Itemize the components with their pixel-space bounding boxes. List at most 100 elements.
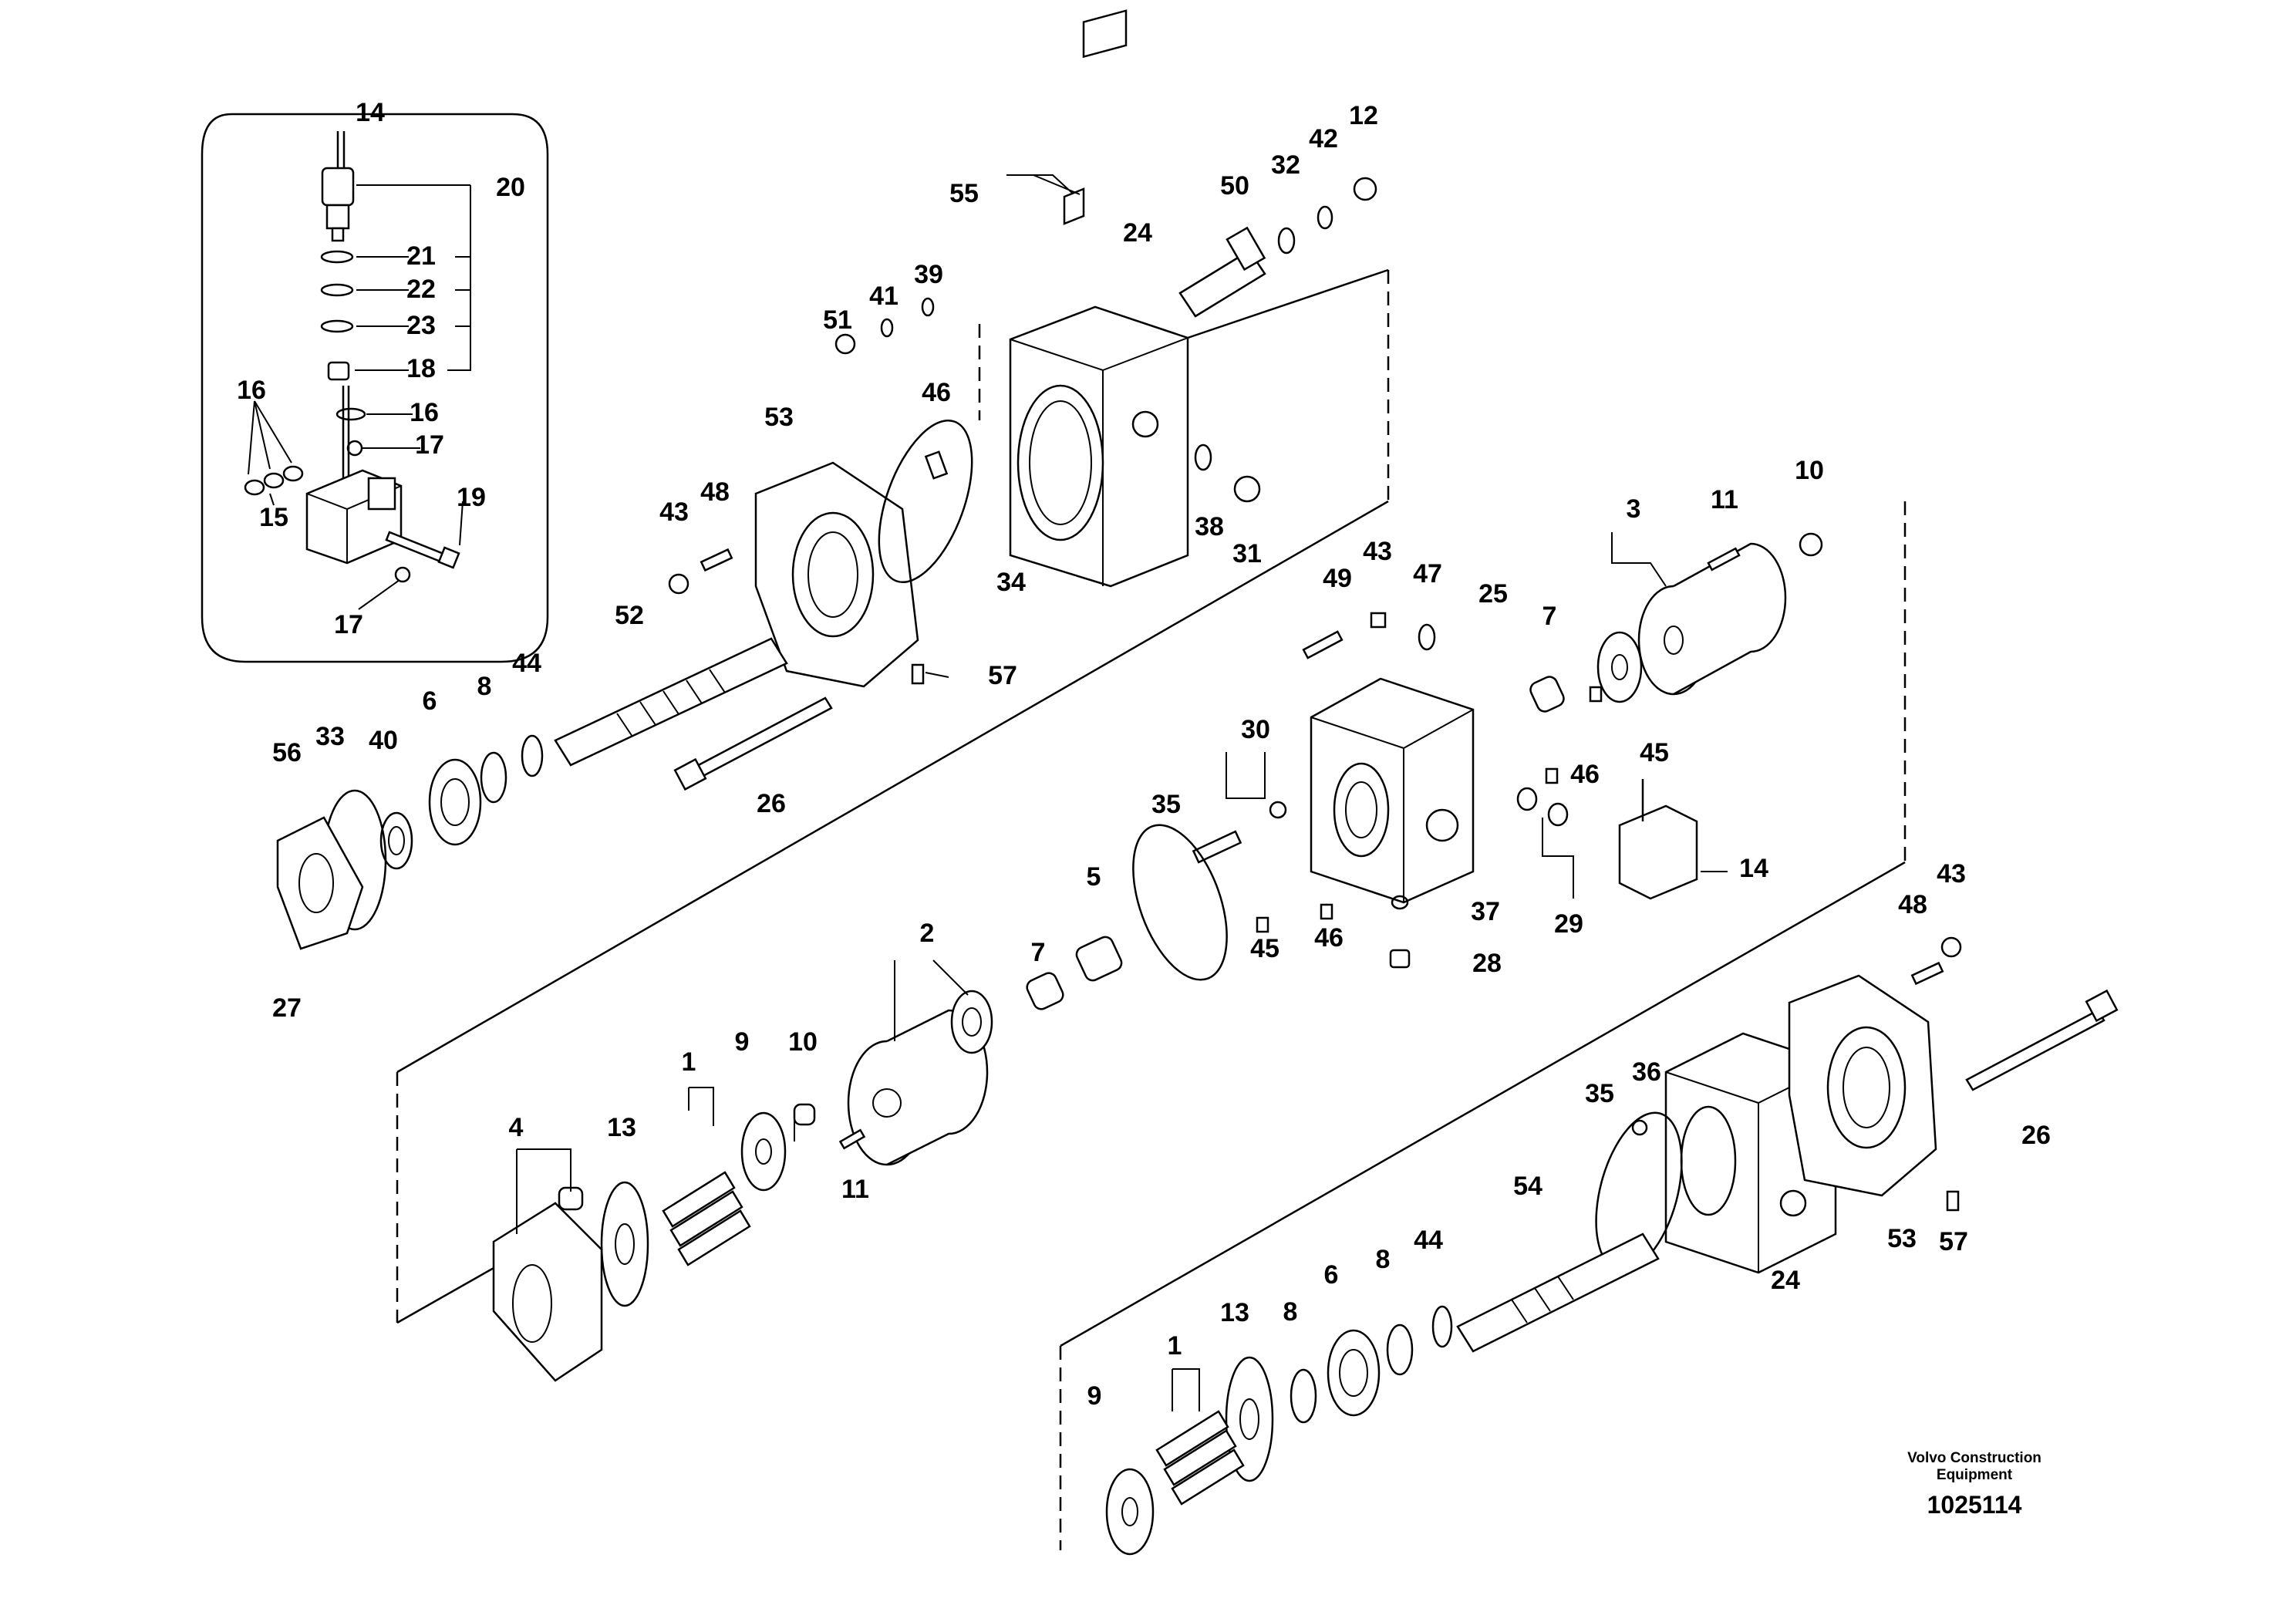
callout-c36: 36	[1632, 1057, 1661, 1087]
callout-c16b: 16	[410, 398, 439, 427]
pump-housing-24	[1009, 9, 1189, 588]
callout-c48a: 48	[700, 477, 730, 507]
long-bolt-26	[673, 696, 833, 791]
callout-c42: 42	[1309, 124, 1338, 153]
callout-c14a: 14	[356, 98, 385, 127]
callout-c7b: 7	[1031, 938, 1046, 967]
callout-c28: 28	[1472, 949, 1502, 978]
callout-c39: 39	[914, 260, 943, 289]
callout-c15: 15	[259, 503, 288, 532]
drum-3	[1637, 542, 1787, 696]
callout-c17b: 17	[334, 610, 363, 639]
callout-c43a: 43	[659, 497, 689, 527]
plate-3	[1596, 631, 1643, 703]
callout-c20: 20	[496, 173, 525, 202]
callout-c8a: 8	[477, 672, 492, 701]
callout-c57a: 57	[988, 661, 1017, 690]
callout-c7a: 7	[1542, 602, 1557, 631]
callout-c49: 49	[1323, 564, 1352, 593]
callout-c13b: 13	[1220, 1298, 1249, 1327]
callout-c5: 5	[1087, 862, 1101, 892]
callout-c57b: 57	[1939, 1227, 1968, 1256]
callout-c8b: 8	[1376, 1245, 1391, 1274]
ring-8	[480, 751, 507, 804]
callout-c45a: 45	[1640, 738, 1669, 767]
callout-c22: 22	[406, 275, 436, 304]
callout-c13a: 13	[607, 1113, 636, 1142]
credit-line-2: Equipment	[1937, 1467, 2013, 1483]
callout-c56: 56	[272, 738, 302, 767]
callout-c11a: 11	[1711, 485, 1738, 514]
callout-c19: 19	[457, 483, 486, 512]
callout-c31: 31	[1232, 539, 1262, 568]
callout-c14b: 14	[1739, 854, 1768, 883]
callout-c29: 29	[1554, 909, 1583, 939]
callout-c24b: 24	[1771, 1266, 1800, 1295]
washer-13-upper	[600, 1181, 649, 1307]
leader-lines	[516, 174, 1728, 1411]
ring-44	[521, 734, 544, 777]
bearing-6-lower	[1327, 1329, 1381, 1417]
callout-c32: 32	[1271, 150, 1300, 180]
callout-c50: 50	[1220, 171, 1249, 201]
callout-c18: 18	[406, 354, 436, 383]
bearing-6	[428, 758, 482, 846]
callout-c8c: 8	[1283, 1297, 1298, 1327]
bushing-7-lower	[1026, 972, 1064, 1010]
callout-c38: 38	[1195, 512, 1224, 541]
callout-c10b: 10	[788, 1027, 818, 1057]
callout-c24a: 24	[1123, 218, 1152, 248]
callout-c46c: 46	[1314, 923, 1344, 953]
callout-c10a: 10	[1795, 456, 1824, 485]
callout-c30: 30	[1241, 715, 1270, 744]
seal-40	[379, 811, 413, 870]
callout-c4: 4	[509, 1113, 524, 1142]
callout-c54: 54	[1513, 1172, 1542, 1201]
callout-c9b: 9	[1087, 1381, 1102, 1411]
retainer-plate-2	[950, 990, 993, 1054]
callout-c26b: 26	[2021, 1121, 2051, 1150]
callout-c27: 27	[272, 993, 302, 1023]
solenoid-valve-part	[321, 131, 355, 242]
washer-13-lower	[1225, 1356, 1274, 1482]
callout-c9a: 9	[735, 1027, 750, 1057]
inset-panel	[201, 113, 549, 663]
callout-c53b: 53	[1887, 1224, 1917, 1253]
long-bolt-26-lower	[1965, 989, 2119, 1091]
callout-c25: 25	[1478, 579, 1508, 609]
callout-c6a: 6	[423, 686, 437, 716]
callout-c1a: 1	[682, 1047, 696, 1077]
callout-c46b: 46	[1570, 760, 1600, 789]
credit-line-1: Volvo Construction	[1907, 1450, 2041, 1466]
callout-c16a: 16	[237, 376, 266, 405]
section-lines	[396, 268, 1907, 1550]
callout-c53a: 53	[764, 403, 794, 432]
callout-c35a: 35	[1151, 790, 1181, 819]
callout-c55: 55	[949, 179, 979, 208]
drive-shaft-52	[554, 637, 788, 767]
drive-shaft-54	[1456, 1233, 1660, 1353]
callout-c51: 51	[823, 305, 852, 335]
callout-c44a: 44	[512, 649, 541, 678]
callout-c45b: 45	[1250, 934, 1279, 963]
o-ring-35-upper	[1132, 824, 1228, 981]
callout-c26a: 26	[757, 789, 786, 818]
callout-c2: 2	[920, 919, 935, 948]
o-ring-34	[878, 419, 973, 584]
callout-c6b: 6	[1324, 1260, 1339, 1290]
callout-c52: 52	[615, 601, 644, 630]
plug-50	[1178, 226, 1266, 318]
callout-c23: 23	[406, 311, 436, 340]
pump-cover-53	[754, 461, 919, 688]
bushing-7-upper	[1529, 676, 1565, 713]
pump-cover-53-lower	[1788, 974, 1937, 1197]
callout-c12: 12	[1349, 101, 1378, 130]
callout-c11b: 11	[841, 1175, 869, 1204]
flange-56	[276, 816, 364, 950]
plate-9-upper	[740, 1111, 787, 1192]
callout-c37: 37	[1471, 897, 1500, 926]
callout-c17a: 17	[415, 430, 444, 460]
callout-c43b: 43	[1363, 537, 1392, 566]
callout-c46a: 46	[922, 378, 951, 407]
